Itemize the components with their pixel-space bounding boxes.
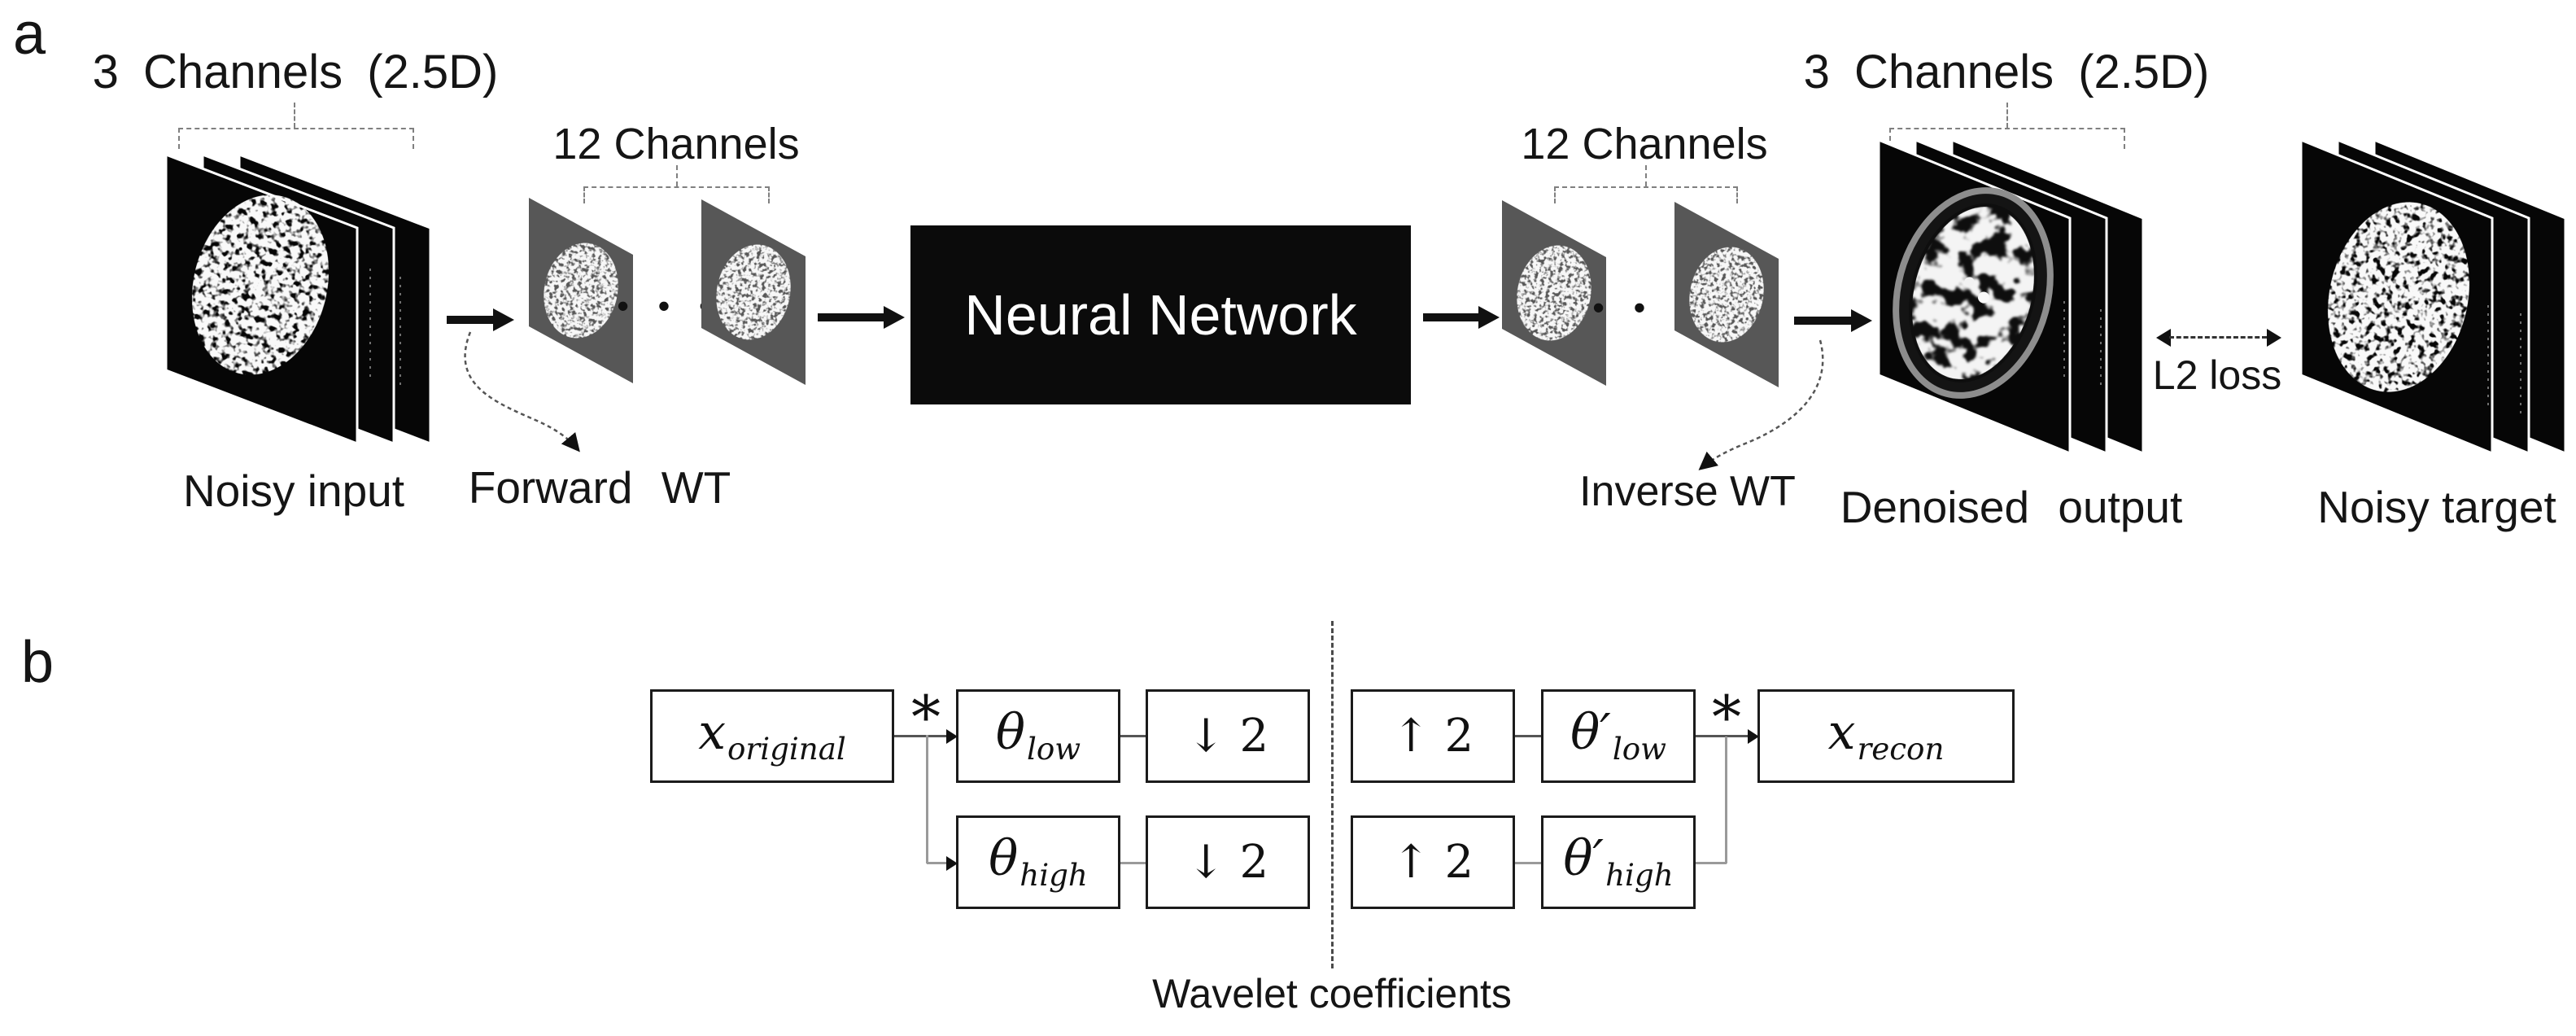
wavelet-tile bbox=[529, 198, 633, 383]
theta-high-box: θhigh bbox=[956, 815, 1120, 909]
input-channels-title: 3 Channels (2.5D) bbox=[92, 46, 499, 98]
downsample-label: ↓ 2 bbox=[1186, 835, 1269, 889]
panel-b-label: b bbox=[21, 630, 55, 695]
theta-high-prime-sub: high bbox=[1605, 856, 1674, 893]
theta-high-sub: high bbox=[1019, 856, 1088, 893]
upsample-label: ↑ 2 bbox=[1391, 835, 1474, 889]
branch-line bbox=[926, 735, 928, 863]
forward-wt-label: Forward WT bbox=[468, 462, 731, 513]
connector-line bbox=[1515, 735, 1541, 737]
wavelet-tile bbox=[1674, 202, 1779, 387]
noisy-input-caption: Noisy input bbox=[182, 466, 405, 516]
x-recon-box: xrecon bbox=[1757, 689, 2015, 783]
theta-low-prime-base: θ′ bbox=[1570, 703, 1611, 761]
arrow-right-head-icon bbox=[884, 306, 905, 329]
inverse-wt-label: Inverse WT bbox=[1579, 468, 1796, 515]
noisy-target-caption: Noisy target bbox=[2317, 482, 2556, 532]
inverse-wt-arrow-icon bbox=[1698, 339, 1824, 470]
denoised-output-caption: Denoised output bbox=[1840, 482, 2183, 532]
arrow-right-icon bbox=[447, 316, 493, 324]
noisy-target-stack bbox=[2299, 138, 2567, 456]
theta-high-prime-box: θ′high bbox=[1541, 815, 1696, 909]
denoised-output-stack bbox=[1877, 138, 2145, 456]
connector-line bbox=[1120, 735, 1146, 737]
connector-line bbox=[1515, 862, 1541, 864]
connector-line bbox=[894, 735, 946, 737]
arrow-right-head-icon bbox=[1851, 309, 1872, 332]
panel-a-label: a bbox=[13, 2, 46, 67]
upsample-box: ↑ 2 bbox=[1351, 689, 1515, 783]
channels-right-brace-icon bbox=[1554, 165, 1738, 206]
wavelet-divider-line bbox=[1331, 621, 1334, 968]
channels-left-brace-icon bbox=[583, 165, 770, 206]
l2-loss-label: L2 loss bbox=[2152, 352, 2282, 398]
x-original-base: x bbox=[698, 703, 727, 761]
arrow-right-head-icon bbox=[1478, 306, 1500, 329]
upsample-box: ↑ 2 bbox=[1351, 815, 1515, 909]
convolution-asterisk: * bbox=[911, 683, 941, 751]
forward-wt-arrow-icon bbox=[464, 331, 580, 452]
ellipsis-dots: • • • bbox=[1592, 288, 1696, 326]
x-original-sub: original bbox=[727, 730, 846, 767]
output-channels-title: 3 Channels (2.5D) bbox=[1803, 46, 2210, 98]
arrow-right-head-icon bbox=[493, 308, 514, 331]
output-channels-brace-icon bbox=[1889, 103, 2125, 151]
connector-line bbox=[927, 862, 946, 864]
x-recon-base: x bbox=[1827, 703, 1856, 761]
x-recon-sub: recon bbox=[1857, 730, 1945, 767]
arrow-right-icon bbox=[818, 313, 884, 321]
theta-low-box: θlow bbox=[956, 689, 1120, 783]
downsample-box: ↓ 2 bbox=[1146, 815, 1310, 909]
theta-high-base: θ bbox=[989, 829, 1019, 887]
ellipsis-dots: • • • bbox=[617, 286, 721, 325]
downsample-label: ↓ 2 bbox=[1186, 709, 1269, 763]
noisy-input-stack bbox=[164, 153, 432, 446]
x-original-box: xoriginal bbox=[650, 689, 894, 783]
wavelet-tile bbox=[1502, 200, 1606, 386]
neural-network-label: Neural Network bbox=[964, 283, 1357, 347]
theta-low-prime-box: θ′low bbox=[1541, 689, 1696, 783]
connector-line bbox=[1120, 862, 1146, 864]
theta-low-prime-sub: low bbox=[1612, 730, 1666, 767]
theta-high-prime-base: θ′ bbox=[1563, 829, 1605, 887]
small-arrow-icon bbox=[946, 729, 958, 744]
neural-network-box: Neural Network bbox=[910, 225, 1411, 404]
theta-low-sub: low bbox=[1027, 730, 1081, 767]
connector-line bbox=[1696, 862, 1727, 864]
input-channels-brace-icon bbox=[178, 103, 414, 151]
branch-line bbox=[1725, 737, 1727, 863]
small-arrow-icon bbox=[1748, 729, 1759, 744]
downsample-box: ↓ 2 bbox=[1146, 689, 1310, 783]
wavelet-tile bbox=[701, 199, 806, 385]
upsample-label: ↑ 2 bbox=[1391, 709, 1474, 763]
arrow-right-icon bbox=[1423, 313, 1478, 321]
channels-right-label: 12 Channels bbox=[1521, 120, 1768, 168]
wavelet-coefficients-caption: Wavelet coefficients bbox=[1152, 971, 1512, 1016]
theta-low-base: θ bbox=[995, 703, 1025, 761]
small-arrow-icon bbox=[946, 856, 958, 871]
convolution-asterisk: * bbox=[1712, 683, 1741, 751]
connector-line bbox=[1696, 735, 1748, 737]
arrow-right-icon bbox=[1794, 317, 1851, 325]
channels-left-label: 12 Channels bbox=[552, 120, 800, 168]
